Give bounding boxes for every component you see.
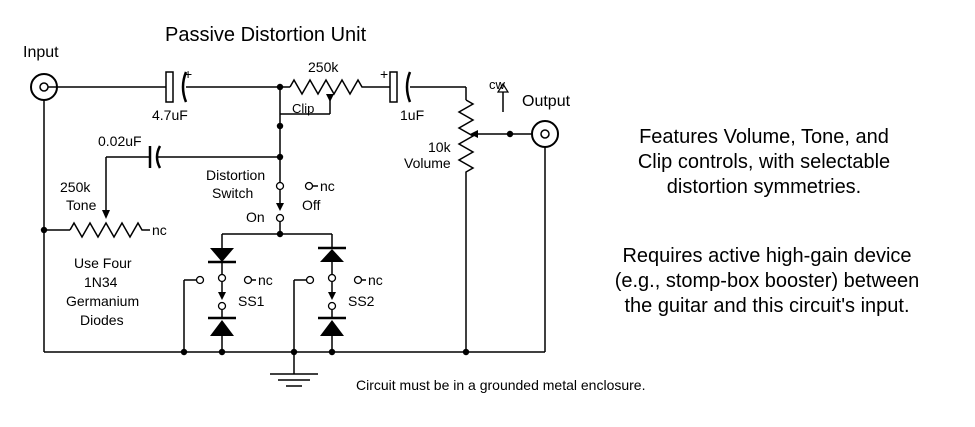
input-capacitor-value: 4.7uF [152, 107, 188, 123]
output-capacitor-value: 1uF [400, 107, 424, 123]
requires-line-3: the guitar and this circuit's input. [624, 295, 909, 317]
output-label: Output [522, 93, 571, 110]
distortion-switch-label-2: Switch [212, 185, 253, 201]
input-label: Input [23, 44, 59, 61]
ss1-diode-bottom-icon [208, 316, 236, 336]
tone-capacitor-value: 0.02uF [98, 133, 142, 149]
ss2-diode-top-icon [318, 246, 346, 262]
clip-pot-name: Clip [292, 101, 314, 116]
circuit-wires [43, 86, 546, 374]
distortion-switch-nc: nc [320, 178, 335, 194]
features-line-2: Clip controls, with selectable [638, 151, 890, 173]
tone-potentiometer-icon [69, 210, 150, 239]
output-jack-icon [531, 120, 559, 148]
diagram-title: Passive Distortion Unit [165, 24, 367, 46]
clip-pot-value: 250k [308, 59, 339, 75]
ss1-diode-top-icon [208, 248, 236, 264]
input-capacitor-icon [165, 71, 188, 103]
requires-line-2: (e.g., stomp-box booster) between [615, 270, 920, 292]
volume-pot-name: Volume [404, 155, 451, 171]
features-line-3: distortion symmetries. [667, 176, 862, 198]
tone-pot-value: 250k [60, 179, 91, 195]
ss2-diode-bottom-icon [318, 316, 346, 336]
volume-potentiometer-icon [457, 82, 510, 178]
ground-icon [270, 373, 318, 387]
output-capacitor-polarity: + [380, 66, 388, 82]
ss2-switch-icon [305, 273, 366, 311]
features-line-1: Features Volume, Tone, and [639, 126, 889, 148]
diode-note-line-1: Use Four [74, 255, 132, 271]
requires-line-1: Requires active high-gain device [622, 245, 911, 267]
input-capacitor-polarity: + [184, 66, 192, 82]
distortion-switch-on: On [246, 209, 265, 225]
volume-pot-value: 10k [428, 139, 452, 155]
ss1-label: SS1 [238, 293, 265, 309]
ss2-nc: nc [368, 272, 383, 288]
distortion-switch-label-1: Distortion [206, 167, 265, 183]
ss1-switch-icon [195, 273, 256, 311]
ss1-nc: nc [258, 272, 273, 288]
ss2-label: SS2 [348, 293, 375, 309]
diode-note-line-2: 1N34 [84, 274, 118, 290]
diode-note-line-4: Diodes [80, 312, 124, 328]
diode-note-line-3: Germanium [66, 293, 139, 309]
junction-dots [40, 83, 514, 356]
footer-note: Circuit must be in a grounded metal encl… [356, 377, 645, 393]
tone-capacitor-icon [148, 145, 162, 169]
tone-pot-name: Tone [66, 197, 97, 213]
tone-pot-nc: nc [152, 222, 167, 238]
volume-cw-label: cw [489, 77, 506, 92]
output-capacitor-icon [389, 71, 412, 103]
distortion-switch-icon [275, 181, 318, 223]
clip-potentiometer-icon [289, 78, 365, 102]
distortion-switch-off: Off [302, 197, 321, 213]
